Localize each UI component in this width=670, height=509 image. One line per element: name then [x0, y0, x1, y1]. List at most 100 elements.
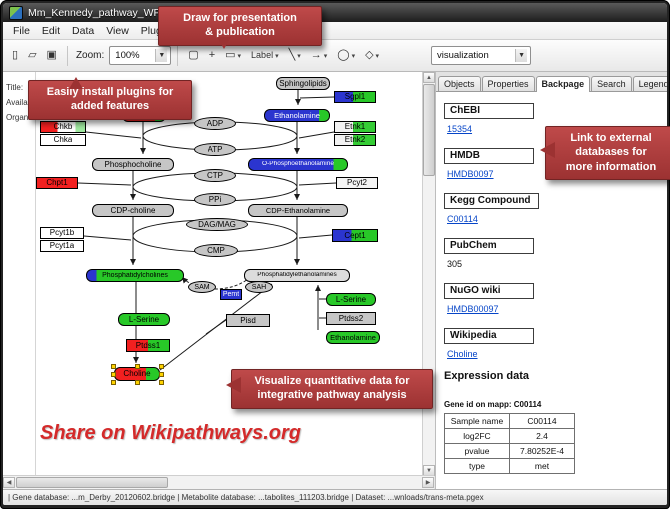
vertical-scrollbar[interactable]: ▲ ▼ [422, 72, 435, 476]
selection-handle[interactable] [159, 372, 164, 377]
selection-handle[interactable] [159, 380, 164, 385]
node-phosphocholine[interactable]: Phosphocholine [92, 158, 174, 171]
xref-source-label: ChEBI [444, 103, 534, 119]
node-cdp-ethanolamine[interactable]: CDP-Ethanolamine [248, 204, 348, 217]
node-phosphatidylethanolamines[interactable]: Phosphatidylethanolamines [244, 269, 350, 282]
selection-handle[interactable] [135, 364, 140, 369]
menu-view[interactable]: View [106, 24, 129, 37]
tab-objects[interactable]: Objects [438, 76, 481, 91]
tab-legend[interactable]: Legend [632, 76, 667, 91]
node-etnk2[interactable]: Etnk2 [334, 134, 376, 146]
line-tool-icon[interactable]: ╲▾ [285, 46, 305, 66]
node-pemt[interactable]: Pemt [220, 289, 242, 300]
node-etnk1[interactable]: Etnk1 [334, 121, 376, 133]
node-label: Choline [123, 370, 151, 378]
menu-bar: FileEditDataViewPluginsHelp [3, 22, 667, 40]
new-file-icon[interactable]: ▯ [8, 46, 22, 66]
node-cmp[interactable]: CMP [194, 244, 238, 257]
node-label: Phosphatidylcholines [102, 272, 168, 279]
node-cept1[interactable]: Cept1 [332, 229, 378, 242]
datanode-tool[interactable]: ▭▾ [221, 46, 245, 66]
xref-link[interactable]: HMDB00097 [447, 304, 499, 314]
node-sam[interactable]: SAM [188, 281, 216, 293]
info-field-title: Title: [6, 83, 24, 92]
xref-source-label: PubChem [444, 238, 534, 254]
node-adp[interactable]: ADP [194, 117, 236, 130]
node-ctp[interactable]: CTP [194, 169, 236, 182]
node-label: Phosphatidylethanolamines [257, 272, 337, 279]
xref-link[interactable]: Choline [447, 349, 478, 359]
node-choline-selected[interactable]: Choline [111, 364, 164, 385]
node-chkb[interactable]: Chkb [40, 121, 86, 133]
menu-file[interactable]: File [13, 24, 30, 37]
node-label: Ethanolamine [330, 333, 376, 342]
visualization-value: visualization [437, 50, 489, 61]
node-l-serine-right[interactable]: L-Serine [326, 293, 376, 306]
scroll-right-icon[interactable]: ▶ [422, 477, 434, 488]
title-bar[interactable]: Mm_Kennedy_pathway_WP1771_45176.gpml [3, 3, 667, 22]
zoom-combobox[interactable]: 100% ▼ [109, 46, 172, 65]
pan-tool-icon[interactable]: + [205, 46, 219, 66]
node-sah[interactable]: SAH [245, 281, 273, 293]
node-atp[interactable]: ATP [194, 143, 236, 156]
node-cdp-choline[interactable]: CDP-choline [92, 204, 174, 217]
xref-link[interactable]: C00114 [447, 214, 478, 224]
node-ethanolamine-top[interactable]: Ethanolamine [264, 109, 330, 122]
node-l-serine-left[interactable]: L-Serine [118, 313, 170, 326]
template-tool-icon[interactable]: ◇▾ [361, 46, 383, 66]
menu-edit[interactable]: Edit [41, 24, 61, 37]
chevron-down-icon: ▾ [275, 52, 279, 60]
xref-value: 305 [447, 259, 463, 269]
node-sgpl1[interactable]: Sgpl1 [334, 91, 376, 103]
node-label: Cept1 [344, 231, 366, 240]
node-pcyt2[interactable]: Pcyt2 [336, 177, 378, 189]
node-pcyt1a[interactable]: Pcyt1a [40, 240, 84, 252]
open-folder-icon[interactable]: ▱ [24, 46, 40, 66]
horizontal-scroll-thumb[interactable] [16, 477, 168, 488]
node-sphingolipids[interactable]: Sphingolipids [276, 77, 330, 90]
tab-properties[interactable]: Properties [481, 76, 535, 91]
visualization-combobox[interactable]: visualization ▼ [431, 46, 531, 65]
node-label: Pemt [222, 291, 240, 298]
gene-id-line: Gene id on mapp: C00114 [444, 400, 542, 409]
selection-handle[interactable] [111, 364, 116, 369]
node-label: CDP-Ethanolamine [265, 206, 331, 215]
node-chka[interactable]: Chka [40, 134, 86, 146]
label-tool[interactable]: Label▾ [247, 46, 283, 66]
shape-tool-icon[interactable]: ◯▾ [333, 46, 359, 66]
menu-data[interactable]: Data [72, 24, 95, 37]
expression-cell: 7.80252E-4 [509, 443, 575, 459]
save-icon[interactable]: ▣ [43, 46, 61, 66]
node-phosphatidylcholines[interactable]: Phosphatidylcholines [86, 269, 184, 282]
tab-search[interactable]: Search [591, 76, 632, 91]
node-ppi[interactable]: PPi [194, 193, 236, 206]
selection-handle[interactable] [111, 372, 116, 377]
selection-handle[interactable] [135, 380, 140, 385]
vertical-scroll-thumb[interactable] [423, 84, 435, 176]
toolbar-separator [177, 45, 179, 66]
selection-handle[interactable] [111, 380, 116, 385]
node-label: DAG/MAG [198, 220, 236, 229]
app-icon [9, 5, 23, 20]
node-ethanolamine-bottom[interactable]: Ethanolamine [326, 331, 380, 344]
chevron-down-icon: ▾ [351, 52, 356, 60]
xref-link[interactable]: HMDB0097 [447, 169, 494, 179]
selection-tool-icon[interactable]: ▢ [184, 46, 202, 66]
horizontal-scrollbar[interactable]: ◀ ▶ [3, 475, 434, 489]
node-dag-mag[interactable]: DAG/MAG [186, 218, 248, 231]
xref-source-label: Kegg Compound [444, 193, 539, 209]
xref-link[interactable]: 15354 [447, 124, 473, 134]
node-chpt1[interactable]: Chpt1 [36, 177, 78, 189]
node-o-phosphoethanolamine[interactable]: O-Phosphoethanolamine [248, 158, 348, 171]
tab-backpage[interactable]: Backpage [535, 76, 591, 92]
node-pisd[interactable]: Pisd [226, 314, 270, 327]
pathway-canvas[interactable]: SphingolipidsSgpl1CholineEthanolamineChk… [36, 72, 422, 476]
scroll-up-icon[interactable]: ▲ [423, 72, 435, 83]
node-ptdss1[interactable]: Ptdss1 [126, 339, 170, 352]
arrow-tool-icon[interactable]: →▾ [307, 46, 332, 66]
node-pcyt1b[interactable]: Pcyt1b [40, 227, 84, 239]
scroll-left-icon[interactable]: ◀ [3, 477, 15, 488]
selection-handle[interactable] [159, 364, 164, 369]
node-ptdss2[interactable]: Ptdss2 [326, 312, 376, 325]
